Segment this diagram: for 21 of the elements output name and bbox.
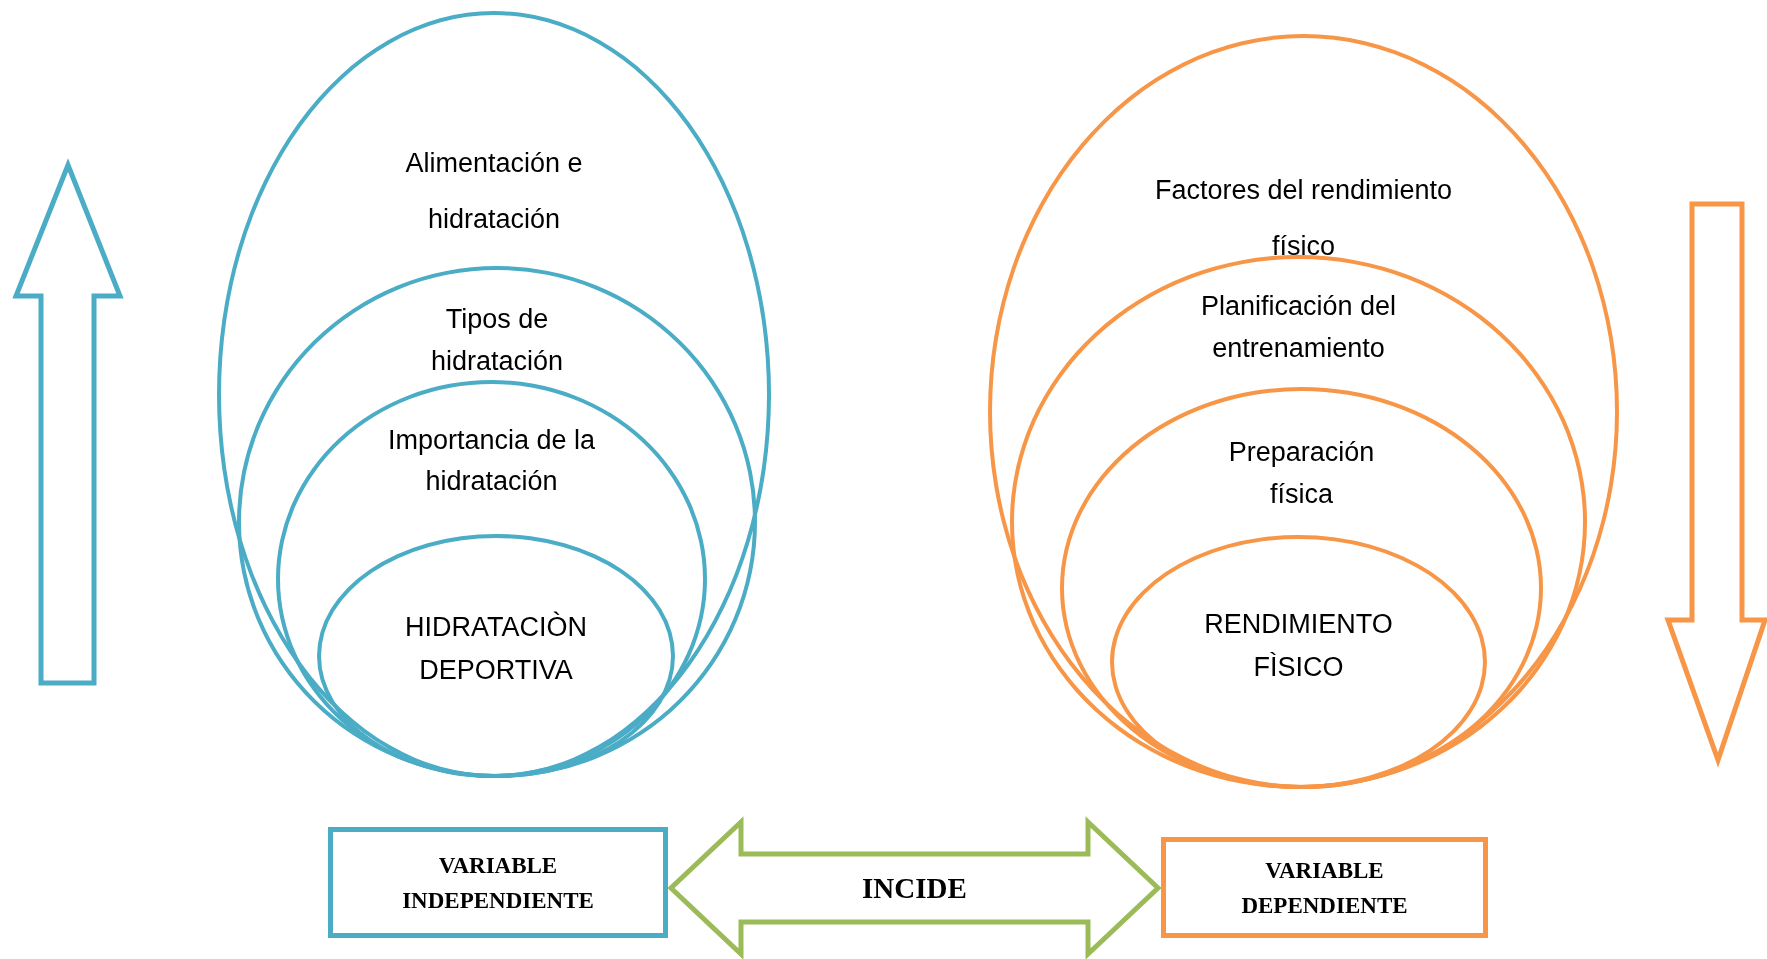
double-arrow [667,816,1162,959]
variable-box [1161,837,1488,938]
node-label: Planificación del entrenamiento [1199,290,1398,365]
ellipse [217,11,771,778]
node-label: HIDRATACIÒN DEPORTIVA [404,610,588,687]
ellipse [1060,387,1543,789]
node-label: Tipos de hidratación [429,303,565,378]
ellipse [988,34,1619,789]
node-label: RENDIMIENTO FÌSICO [1203,608,1394,684]
node-label: VARIABLE DEPENDIENTE [1240,856,1409,920]
ellipse [317,534,675,778]
variable-box [328,827,668,938]
node-label: Alimentación e hidratación [404,147,584,236]
ellipse [1010,255,1587,789]
node-label: Preparación física [1227,436,1376,511]
node-label: Factores del rendimiento físico [1153,174,1454,263]
ellipse [1110,535,1487,789]
ellipse [237,266,757,778]
ellipse [276,380,707,778]
node-label: VARIABLE INDEPENDIENTE [401,851,595,915]
node-label: Importancia de la hidratación [386,424,597,498]
